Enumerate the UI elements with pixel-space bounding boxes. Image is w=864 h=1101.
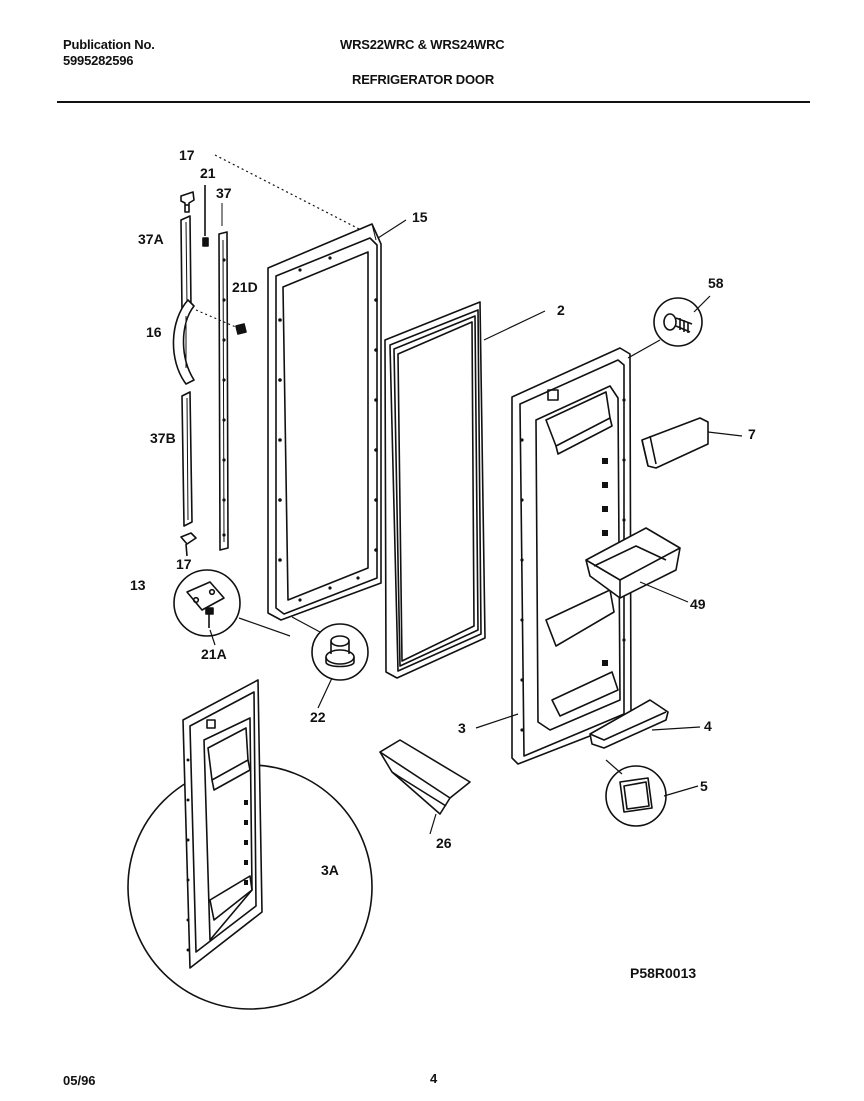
part-49-door-bin	[585, 527, 681, 599]
publication-label: Publication No.	[63, 37, 155, 52]
part-21D-screw	[235, 323, 247, 335]
part-3-inner-door-liner	[511, 347, 632, 765]
diagram-code: P58R0013	[630, 965, 697, 981]
callout-17-bottom: 17	[176, 556, 192, 572]
part-15-outer-door-panel	[267, 223, 382, 621]
callout-3A: 3A	[321, 862, 339, 878]
part-13-hinge-bracket-detail	[173, 569, 291, 637]
part-37A-trim	[180, 215, 192, 313]
callout-37A: 37A	[138, 231, 164, 247]
part-17-bottom-hinge	[180, 532, 197, 557]
callout-37B: 37B	[150, 430, 176, 446]
page-number: 4	[430, 1071, 438, 1086]
callout-3: 3	[458, 720, 466, 736]
callout-4: 4	[704, 718, 712, 734]
publication-number: 5995282596	[63, 53, 134, 68]
callout-13: 13	[130, 577, 146, 593]
part-17-top-hinge	[180, 191, 195, 213]
callout-21: 21	[200, 165, 216, 181]
hinge-alignment-dotted-line	[214, 154, 366, 233]
callout-15: 15	[412, 209, 428, 225]
part-37B-trim	[181, 391, 193, 527]
part-2-door-gasket	[384, 301, 486, 679]
part-16-handle	[172, 299, 195, 385]
callout-26: 26	[436, 835, 452, 851]
part-7-dairy-door	[641, 417, 709, 469]
model-numbers: WRS22WRC & WRS24WRC	[340, 37, 505, 52]
section-title: REFRIGERATOR DOOR	[352, 72, 495, 87]
callout-21A: 21A	[201, 646, 227, 662]
callout-17-top: 17	[179, 147, 195, 163]
callout-16: 16	[146, 324, 162, 340]
part-58-screw-detail	[627, 297, 703, 359]
callout-49: 49	[690, 596, 706, 612]
part-4-bin-retainer	[589, 699, 669, 749]
callout-2: 2	[557, 302, 565, 318]
part-5-end-cap-detail	[605, 759, 667, 827]
part-22-door-plug	[291, 616, 369, 681]
callout-5: 5	[700, 778, 708, 794]
callout-7: 7	[748, 426, 756, 442]
part-21-screw	[202, 185, 209, 247]
callout-37: 37	[216, 185, 232, 201]
part-26-utility-bin	[379, 739, 471, 815]
handle-screw-dotted-line	[195, 309, 239, 329]
callout-22: 22	[310, 709, 326, 725]
part-37-trim-strip	[218, 203, 229, 551]
header-rule	[57, 101, 810, 103]
part-3A-inner-liner-detail	[127, 679, 373, 1010]
callout-58: 58	[708, 275, 724, 291]
leader-lines	[209, 219, 743, 835]
footer-date: 05/96	[63, 1073, 96, 1088]
callout-21D: 21D	[232, 279, 258, 295]
